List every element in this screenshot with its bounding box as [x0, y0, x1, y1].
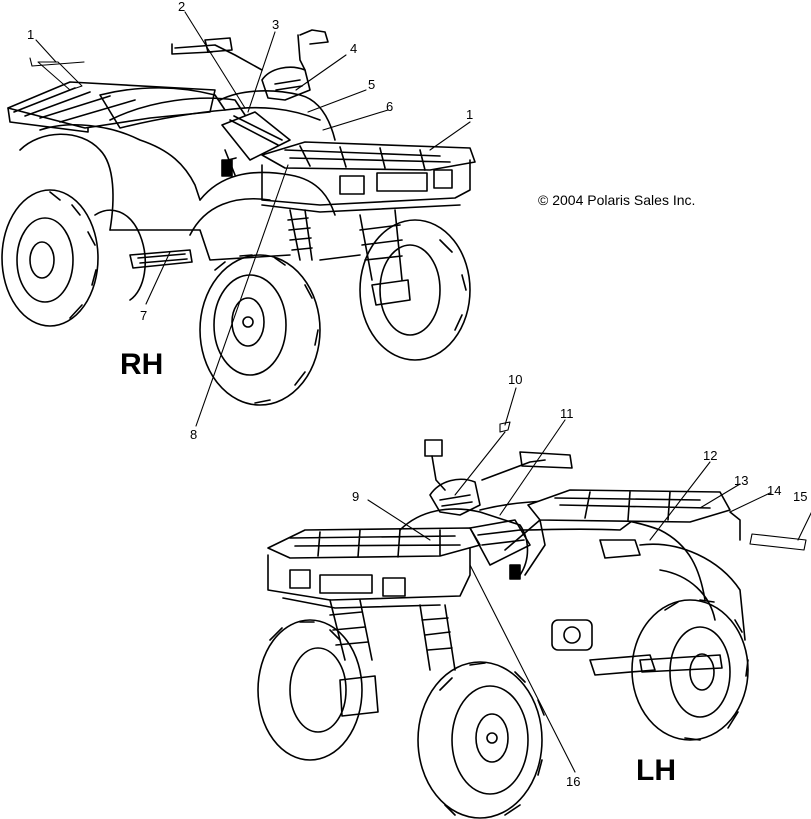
callout-15: 15: [793, 489, 808, 504]
callout-7: 7: [140, 308, 148, 323]
lh-leader-lines: [367, 387, 811, 773]
callout-16: 16: [566, 774, 581, 789]
callout-5: 5: [368, 77, 376, 92]
callout-13: 13: [734, 473, 749, 488]
view-label-lh: LH: [636, 754, 676, 787]
lh-atv-illustration: [257, 439, 749, 819]
copyright-text: © 2004 Polaris Sales Inc.: [538, 192, 696, 208]
callout-10: 10: [508, 372, 523, 387]
callout-11: 11: [560, 406, 574, 421]
callout-6: 6: [386, 99, 394, 114]
callout-2: 2: [178, 0, 186, 14]
rh-atv-illustration: [1, 29, 476, 406]
callout-14: 14: [767, 483, 782, 498]
callout-1-rh-front: 1: [466, 107, 474, 122]
callout-8: 8: [190, 427, 198, 442]
rh-leader-lines: [29, 11, 471, 427]
view-label-rh: RH: [120, 348, 164, 381]
callout-1-rh-rear: 1: [27, 27, 35, 42]
callout-3: 3: [272, 17, 280, 32]
callout-4: 4: [350, 41, 358, 56]
callout-9: 9: [352, 489, 360, 504]
callout-12: 12: [703, 448, 718, 463]
